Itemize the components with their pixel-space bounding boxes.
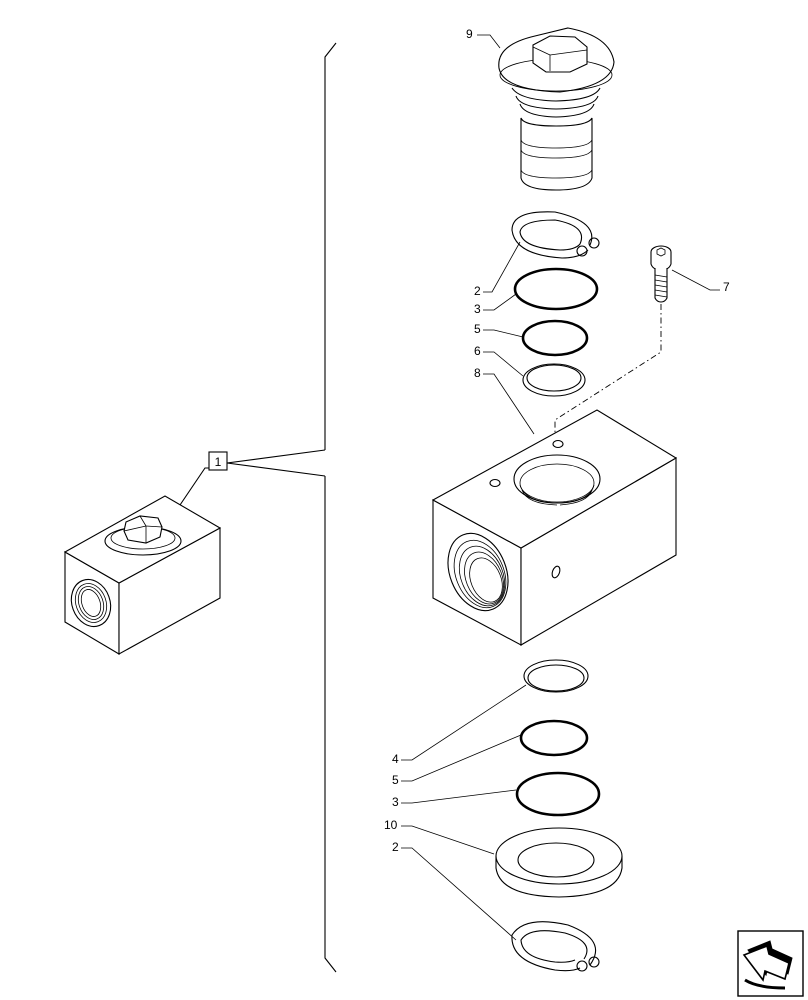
callout-6[interactable]: 6 [474, 344, 481, 358]
part-2-snap-ring-top [483, 211, 600, 293]
part-5-o-ring-bottom [401, 719, 589, 782]
part-5-o-ring-top [483, 319, 589, 357]
part-8-valve-block [431, 373, 678, 646]
navigation-arrow-icon[interactable] [737, 930, 804, 997]
part-9-plug [477, 27, 615, 191]
assembly-bracket [226, 42, 337, 973]
part-4-backup-ring [401, 659, 589, 761]
callout-8[interactable]: 8 [474, 366, 481, 380]
callout-7[interactable]: 7 [723, 280, 730, 294]
part-6-backup-ring [483, 351, 586, 397]
callout-10[interactable]: 10 [384, 818, 398, 832]
callout-3-bottom[interactable]: 3 [392, 795, 399, 809]
callout-2-bottom[interactable]: 2 [392, 840, 399, 854]
part-3-o-ring-top [483, 267, 599, 311]
part-2-snap-ring-bottom [401, 847, 600, 972]
callout-2-top[interactable]: 2 [474, 284, 481, 298]
part-7-cap-screw [554, 245, 720, 440]
assembled-valve-block [63, 467, 222, 655]
callout-label-1: 1 [215, 455, 222, 469]
callout-5-bottom[interactable]: 5 [392, 773, 399, 787]
callout-9[interactable]: 9 [466, 27, 473, 41]
callout-3-top[interactable]: 3 [474, 302, 481, 316]
callout-assembly-1[interactable]: 1 [208, 451, 228, 471]
part-3-o-ring-bottom [401, 771, 601, 817]
callout-4[interactable]: 4 [392, 752, 399, 766]
part-10-washer [401, 825, 623, 898]
callout-5-top[interactable]: 5 [474, 322, 481, 336]
